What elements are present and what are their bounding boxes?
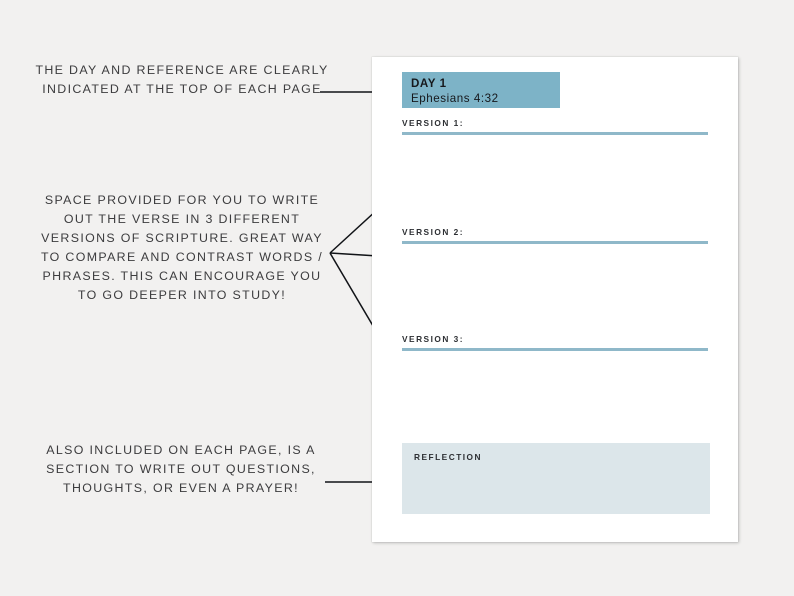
- version-3-writing-rule: [402, 348, 708, 351]
- version-2-writing-rule: [402, 241, 708, 244]
- day-reference-annotation: THE DAY AND REFERENCE ARE CLEARLY INDICA…: [35, 63, 329, 96]
- version-2-label: VERSION 2:: [402, 227, 465, 237]
- reflection-label: REFLECTION: [414, 452, 483, 462]
- version-2-section: VERSION 2:: [402, 227, 708, 244]
- versions-annotation: SPACE PROVIDED FOR YOU TO WRITE OUT THE …: [40, 193, 324, 302]
- version-1-writing-rule: [402, 132, 708, 135]
- day-header-block: DAY 1 Ephesians 4:32: [402, 72, 560, 108]
- reflection-section: REFLECTION: [402, 443, 710, 514]
- version-1-label: VERSION 1:: [402, 118, 465, 128]
- version-3-label: VERSION 3:: [402, 334, 465, 344]
- scripture-reference-label: Ephesians 4:32: [411, 92, 499, 105]
- version-1-section: VERSION 1:: [402, 118, 708, 135]
- version-3-section: VERSION 3:: [402, 334, 708, 351]
- day-number-label: DAY 1: [411, 77, 447, 90]
- reflection-annotation: ALSO INCLUDED ON EACH PAGE, IS A SECTION…: [46, 443, 316, 495]
- worksheet-page: DAY 1 Ephesians 4:32 VERSION 1: VERSION …: [372, 57, 738, 542]
